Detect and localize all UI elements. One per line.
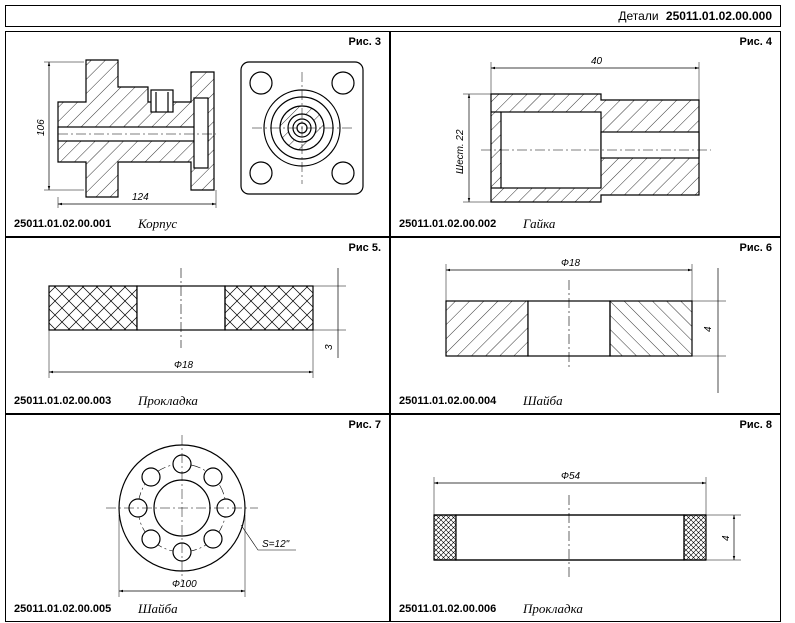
korpus-flange-slot xyxy=(193,97,209,169)
korpus-fitting xyxy=(150,89,174,113)
drawing-shaiba-2: Ф100 S=12" xyxy=(106,435,296,597)
header-label: Детали xyxy=(618,9,659,23)
part-code: 25011.01.02.00.006 xyxy=(399,603,497,615)
header-bar: Детали 25011.01.02.00.000 xyxy=(5,5,781,27)
dim-4: 4 xyxy=(703,326,714,332)
part-name: Гайка xyxy=(523,216,556,231)
dim-4: 4 xyxy=(721,535,732,541)
drawing-cell-korpus: Рис. 3 106 124 25011.01.02. xyxy=(5,31,390,237)
header-text: Детали 25011.01.02.00.000 xyxy=(618,9,772,23)
figure-label: Рис. 6 xyxy=(739,242,772,254)
drawing-korpus: 106 124 xyxy=(36,59,364,208)
drawing-cell-shaiba-1: Рис. 6 Ф18 4 25011.01.02.00.004 Шайба xyxy=(390,237,781,414)
figure-label: Рис. 8 xyxy=(739,419,772,431)
dim-d100: Ф100 xyxy=(172,579,197,590)
part-name: Шайба xyxy=(138,601,178,616)
part-code: 25011.01.02.00.002 xyxy=(399,218,497,230)
dim-d54: Ф54 xyxy=(561,471,581,482)
drawing-prokladka-1: Ф18 3 xyxy=(48,268,346,378)
header-number: 25011.01.02.00.000 xyxy=(665,9,772,23)
dim-s12: S=12" xyxy=(262,539,290,550)
figure-label: Рис. 4 xyxy=(739,36,772,48)
part-code: 25011.01.02.00.001 xyxy=(14,218,112,230)
figure-label: Рис. 7 xyxy=(348,419,381,431)
dim-d18: Ф18 xyxy=(561,258,581,269)
korpus-front-view xyxy=(240,61,364,195)
drawing-cell-shaiba-2: Рис. 7 Ф100 S=12" 25011.01.02.00.005 Шай… xyxy=(5,414,390,622)
dim-124: 124 xyxy=(132,192,149,203)
dim-hex: Шест. 22 xyxy=(455,129,466,174)
drawing-shaiba-1: Ф18 4 xyxy=(445,258,726,393)
part-name: Прокладка xyxy=(523,601,583,616)
part-code: 25011.01.02.00.003 xyxy=(14,395,112,407)
figure-label: Рис 5. xyxy=(348,242,381,254)
drawing-cell-prokladka-2: Рис. 8 Ф54 4 25011.01.02.00.006 Прокладк… xyxy=(390,414,781,622)
dim-106: 106 xyxy=(36,119,47,136)
part-code: 25011.01.02.00.005 xyxy=(14,603,112,615)
drawing-gaika: 40 Шест. 22 xyxy=(455,56,711,203)
dim-40: 40 xyxy=(591,56,603,67)
drawing-prokladka-2: Ф54 4 xyxy=(433,471,741,577)
part-code: 25011.01.02.00.004 xyxy=(399,395,497,407)
drawing-cell-gaika: Рис. 4 40 Шест. 22 25011.01.02.00.002 Га… xyxy=(390,31,781,237)
dim-d18: Ф18 xyxy=(174,360,194,371)
dim-3: 3 xyxy=(324,344,335,350)
drawing-cell-prokladka-1: Рис 5. Ф18 3 25011.01.02.00.003 Прокладк… xyxy=(5,237,390,414)
figure-label: Рис. 3 xyxy=(348,36,381,48)
part-name: Прокладка xyxy=(138,393,198,408)
leader-s12 xyxy=(240,524,296,551)
part-name: Корпус xyxy=(138,216,178,231)
part-name: Шайба xyxy=(523,393,563,408)
